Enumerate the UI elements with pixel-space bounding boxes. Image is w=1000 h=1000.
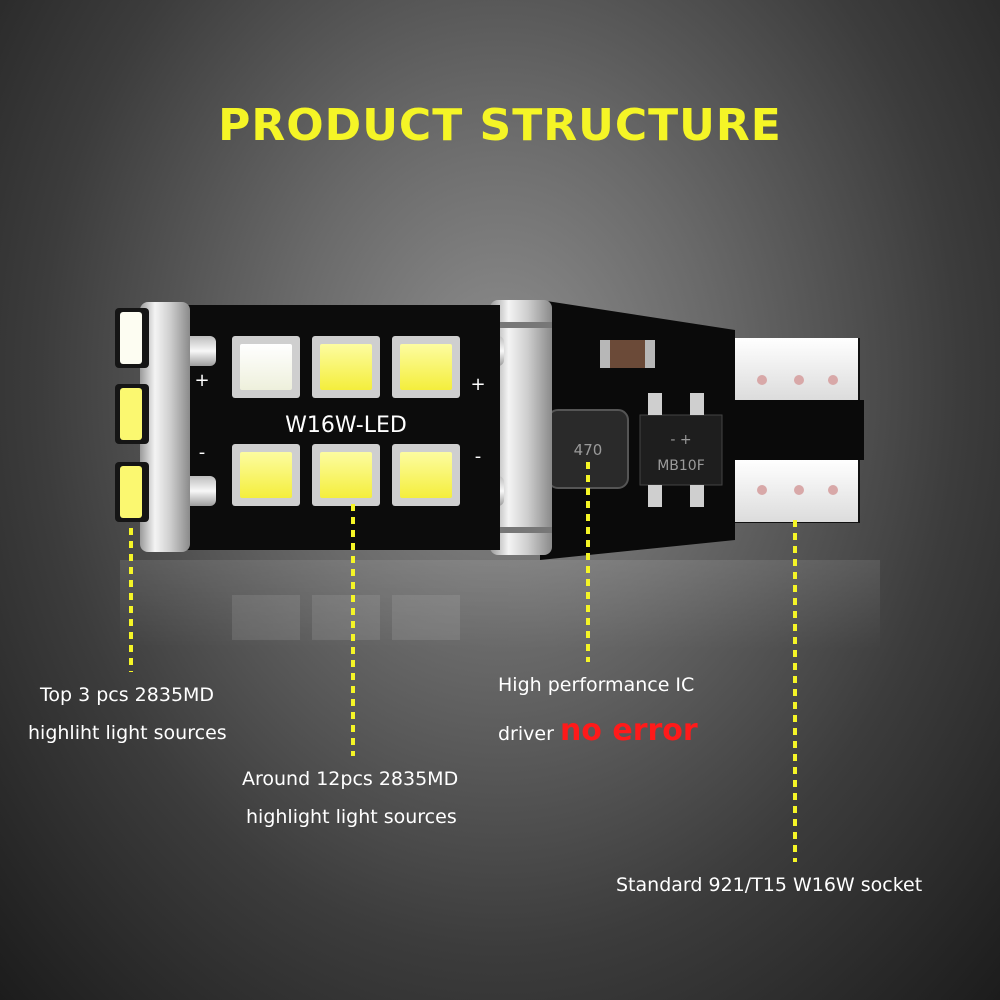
minus-sign-right: -: [475, 446, 482, 467]
callout-front-leds-line1: Around 12pcs 2835MD: [242, 768, 459, 790]
callout-socket-line1: Standard 921/T15 W16W socket: [616, 874, 923, 896]
board-marking: W16W-LED: [285, 413, 407, 438]
minus-sign-left: -: [199, 442, 206, 463]
plus-sign-left: +: [194, 370, 209, 391]
page-title: PRODUCT STRUCTURE: [218, 100, 782, 151]
bridge-marking: MB10F: [657, 458, 705, 474]
bridge-polarity: - +: [670, 432, 691, 448]
callout-end-leds: Top 3 pcs 2835MD highliht light sources: [28, 676, 227, 752]
callout-end-leds-line2: highliht light sources: [28, 722, 227, 744]
callout-front-leds-line2: highlight light sources: [246, 806, 457, 828]
front-led-grid: [232, 336, 460, 506]
callout-ic-driver: High performance IC driver no error: [498, 666, 698, 753]
socket-base: [540, 300, 864, 560]
plus-sign-right: +: [470, 374, 485, 395]
callout-socket: Standard 921/T15 W16W socket: [616, 866, 922, 904]
driver-components: [547, 340, 723, 507]
no-error-highlight: no error: [559, 713, 698, 748]
end-leds: [120, 312, 142, 518]
leader-lines: [129, 462, 797, 862]
callout-front-leds: Around 12pcs 2835MD highlight light sour…: [242, 760, 458, 836]
callout-end-leds-line1: Top 3 pcs 2835MD: [40, 684, 215, 706]
callout-ic-driver-line1: High performance IC: [498, 674, 695, 696]
inductor-marking: 470: [574, 441, 603, 459]
callout-ic-driver-line2: driver: [498, 723, 554, 745]
floor-reflection: [120, 560, 880, 650]
